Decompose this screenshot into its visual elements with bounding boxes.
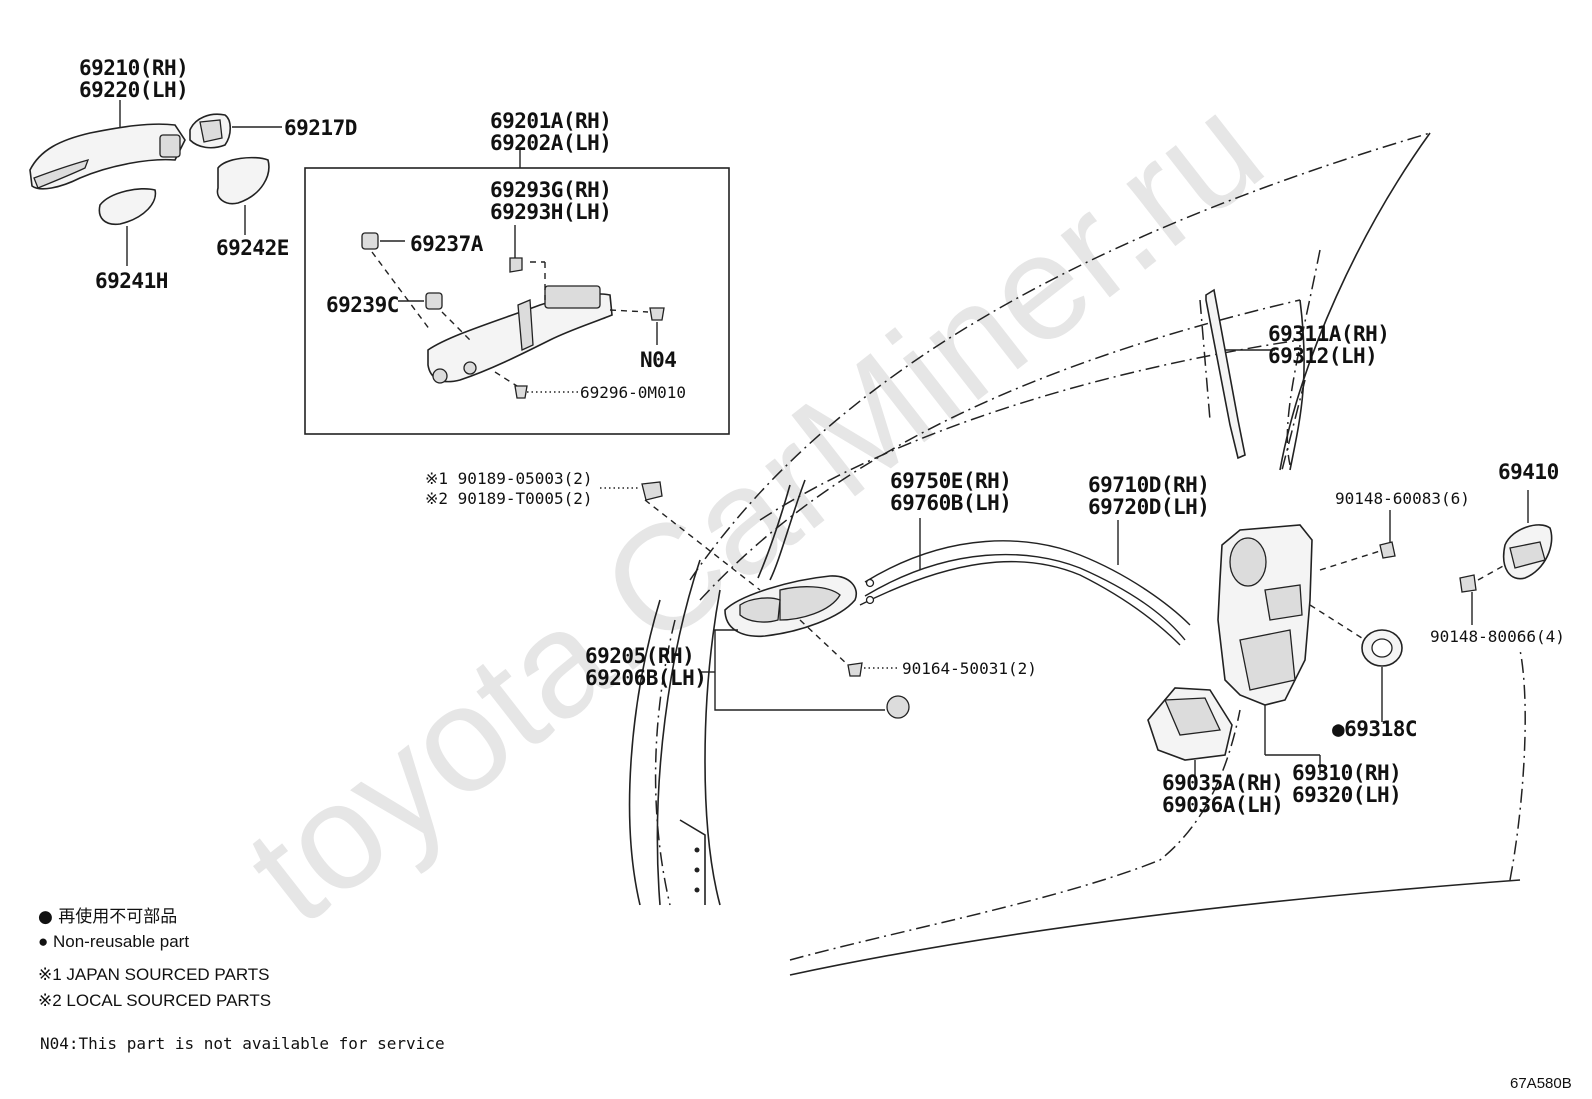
door-lock-assembly bbox=[1217, 524, 1321, 775]
label-69035A: 69035A(RH) bbox=[1162, 771, 1283, 795]
label-69750E: 69750E(RH) bbox=[890, 469, 1011, 493]
screw-90148-80066 bbox=[1459, 564, 1506, 625]
cushion-69239C bbox=[398, 292, 471, 341]
legend-non-reusable: ● Non-reusable part bbox=[38, 932, 189, 951]
label-90148-60083: 90148-60083(6) bbox=[1335, 489, 1470, 508]
door-outline bbox=[628, 132, 1526, 976]
label-69241H: 69241H bbox=[95, 269, 168, 293]
label-69242E: 69242E bbox=[216, 236, 289, 260]
label-69237A: 69237A bbox=[410, 232, 484, 256]
label-90189-T0005: ※2 90189-T0005(2) bbox=[425, 489, 593, 508]
legend-local-sourced: ※2 LOCAL SOURCED PARTS bbox=[38, 991, 271, 1010]
label-69217D: 69217D bbox=[284, 116, 357, 140]
inside-handle bbox=[724, 575, 857, 637]
label-69293G: 69293G(RH) bbox=[490, 178, 611, 202]
screw-69296 bbox=[494, 371, 578, 399]
clip-69237A bbox=[361, 232, 431, 331]
label-69310: 69310(RH) bbox=[1292, 761, 1401, 785]
handle-frame-assembly bbox=[427, 225, 613, 384]
label-69220: 69220(LH) bbox=[79, 78, 188, 102]
label-69320: 69320(LH) bbox=[1292, 783, 1401, 807]
outside-handle bbox=[29, 100, 186, 190]
striker-69410 bbox=[1503, 490, 1553, 580]
label-69720D: 69720D(LH) bbox=[1088, 495, 1209, 519]
label-69206B: 69206B(LH) bbox=[585, 666, 706, 690]
label-90189-05003: ※1 90189-05003(2) bbox=[425, 469, 593, 488]
grommet-69318C bbox=[1309, 604, 1403, 722]
label-n04: N04 bbox=[640, 348, 676, 372]
handle-pad-rear bbox=[216, 156, 270, 235]
label-69318C: ●69318C bbox=[1332, 717, 1417, 741]
label-69205: 69205(RH) bbox=[585, 644, 694, 668]
part-labels: 69210(RH) 69220(LH) 69217D 69242E 69241H… bbox=[79, 56, 1565, 817]
label-69410: 69410 bbox=[1498, 460, 1559, 484]
label-69293H: 69293H(LH) bbox=[490, 200, 611, 224]
label-69296: 69296-0M010 bbox=[580, 383, 686, 402]
label-69210: 69210(RH) bbox=[79, 56, 188, 80]
door-lock-cover bbox=[1147, 687, 1233, 785]
screw-90164 bbox=[799, 619, 898, 677]
legend: ● 再使用不可部品 ● Non-reusable part ※1 JAPAN S… bbox=[38, 906, 445, 1053]
label-69312: 69312(LH) bbox=[1268, 344, 1377, 368]
label-69710D: 69710D(RH) bbox=[1088, 473, 1209, 497]
label-69239C: 69239C bbox=[326, 293, 399, 317]
clip-90189 bbox=[600, 481, 761, 591]
handle-frame-box bbox=[304, 167, 730, 435]
bracket-69205 bbox=[714, 629, 885, 711]
lock-rod bbox=[1205, 288, 1275, 460]
label-69202A: 69202A(LH) bbox=[490, 131, 611, 155]
legend-n04-note: N04:This part is not available for servi… bbox=[40, 1034, 445, 1053]
label-90164: 90164-50031(2) bbox=[902, 659, 1037, 678]
screw-90148-60083 bbox=[1319, 510, 1396, 571]
handle-pad-front bbox=[98, 188, 157, 266]
cables bbox=[859, 518, 1191, 646]
label-69760B: 69760B(LH) bbox=[890, 491, 1011, 515]
diagram-code: 67A580B bbox=[1510, 1075, 1572, 1092]
handle-cap bbox=[189, 113, 282, 149]
bolt-n04 bbox=[609, 307, 665, 345]
cap-inside-handle bbox=[886, 695, 910, 719]
label-69201A: 69201A(RH) bbox=[490, 109, 611, 133]
label-69036A: 69036A(LH) bbox=[1162, 793, 1283, 817]
legend-japan-sourced: ※1 JAPAN SOURCED PARTS bbox=[38, 965, 270, 984]
label-69311A: 69311A(RH) bbox=[1268, 322, 1389, 346]
legend-non-reusable-ja: ● 再使用不可部品 bbox=[38, 906, 177, 927]
label-90148-80066: 90148-80066(4) bbox=[1430, 627, 1565, 646]
